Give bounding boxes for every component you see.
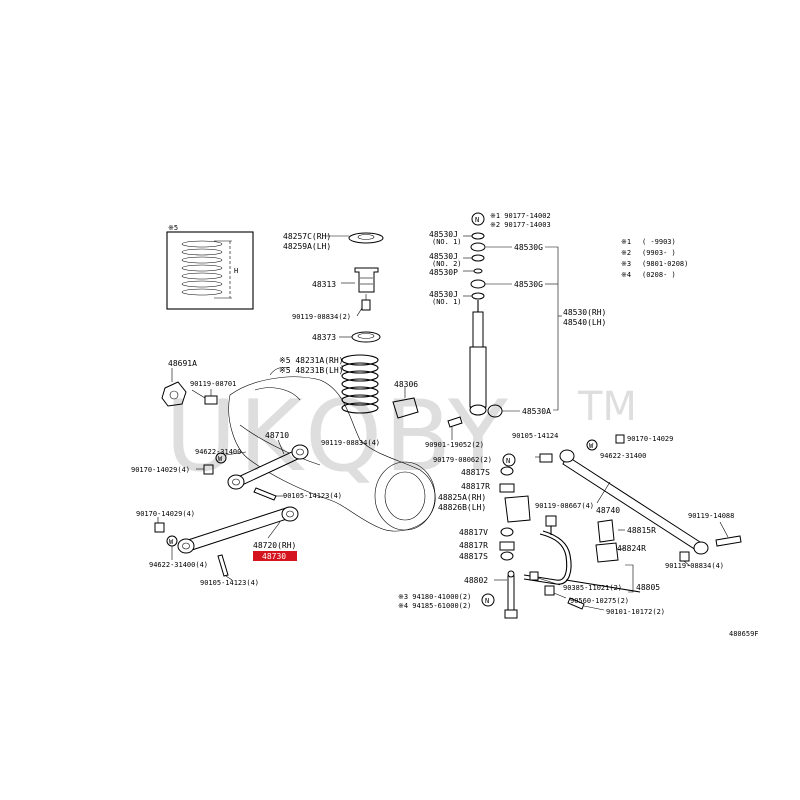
label-90560-10275: 90560-10275(2) [570,597,629,605]
lower-control-arm: W [154,506,299,581]
inset-dim: H [234,267,238,275]
legend-value-1: ( -9903) [642,238,676,246]
label-48306: 48306 [394,380,418,389]
label-94180-41000: ※3 94180-41000(2) [398,593,471,601]
label-48817s-2: 48817S [459,552,488,561]
label-48530j-2-no: (NO. 2) [432,260,462,268]
label-48231a: ※5 48231A(RH) [279,356,344,365]
label-90119-14088: 90119-14088 [688,512,734,520]
label-90170-14029-a: 90170-14029(4) [131,466,190,474]
part-labels: 48257C(RH) 48259A(LH) 48313 90119-08834(… [131,212,759,638]
label-48530j-3-no: (NO. 1) [432,298,462,306]
label-90119-08667: 90119-08667(4) [535,502,594,510]
label-48824r: 48824R [617,544,646,553]
label-48373: 48373 [312,333,336,342]
legend-value-3: (9801-0208) [642,260,688,268]
label-48817r-1: 48817R [461,482,490,491]
label-48540-lh: 48540(LH) [563,318,606,327]
label-90101-10172: 90101-10172(2) [606,608,665,616]
lateral-rod: W [535,434,742,567]
washer-symbol-2: W [169,538,174,546]
label-90119-08701: 90119-08701 [190,380,236,388]
label-94185-61000: ※4 94185-61000(2) [398,602,471,610]
label-90179-08062: 90179-08062(2) [433,456,492,464]
label-48691a: 48691A [168,359,197,368]
watermark-tm: TM [577,384,637,430]
label-90170-14029-b: 90170-14029(4) [136,510,195,518]
label-90105-14123-a: 90105-14123(4) [283,492,342,500]
label-48530a: 48530A [522,407,551,416]
label-48530j-1-no: (NO. 1) [432,238,462,246]
upper-control-arm: W [196,439,309,501]
label-90105-14123-b: 90105-14123(4) [200,579,259,587]
label-48259a: 48259A(LH) [283,242,331,251]
bracket-48691a [161,368,218,407]
label-48817v: 48817V [459,528,488,537]
legend-value-4: (0208- ) [642,271,676,279]
legend-mark-4: ※4 [621,271,631,279]
label-90385-11021: 90385-11021(2) [563,584,622,592]
watermark: UKQBY TM [165,380,637,494]
label-90119-08834-2: 90119-08834(2) [292,313,351,321]
nut-symbol-1: N [475,216,479,224]
label-90177-14003: ※2 90177-14003 [490,221,551,229]
diagram-id: 480659F [729,630,759,638]
washer-symbol-1: W [218,455,223,463]
label-94622-31400-c: 94622-31400 [600,452,646,460]
label-48740: 48740 [596,506,620,515]
label-48730: 48730 [262,552,286,561]
inset-mark: ※5 [168,224,178,232]
label-48825a: 48825A(RH) [438,493,486,502]
label-90177-14002: ※1 90177-14002 [490,212,551,220]
label-48257c: 48257C(RH) [283,232,331,241]
legend-mark-1: ※1 [621,238,631,246]
nut-symbol-3: N [485,597,489,605]
legend-mark-3: ※3 [621,260,631,268]
label-48530j-3: 48530J [429,290,458,299]
washer-symbol-3: W [589,442,594,450]
label-48720: 48720(RH) [253,541,296,550]
label-90901-19052: 90901-19052(2) [425,441,484,449]
label-48817r-2: 48817R [459,541,488,550]
label-90105-14124: 90105-14124 [512,432,558,440]
label-94622-31400-a: 94622-31400 [195,448,241,456]
label-48530j-1: 48530J [429,230,458,239]
label-48710: 48710 [265,431,289,440]
label-48826b: 48826B(LH) [438,503,486,512]
label-48530-rh: 48530(RH) [563,308,606,317]
shock-absorber-stack: N [447,212,562,440]
label-48231b: ※5 48231B(LH) [279,366,344,375]
spring-height-inset: ※5 H [166,224,254,310]
label-48805: 48805 [636,583,660,592]
label-48530g-2: 48530G [514,280,543,289]
label-48530p: 48530P [429,268,458,277]
watermark-text: UKQBY [165,380,510,494]
label-48802: 48802 [464,576,488,585]
label-90119-08834-c: 90119-08834(4) [665,562,724,570]
coil-spring-stack [325,232,419,419]
stabilizer-bar: N N [481,453,641,619]
label-48815r: 48815R [627,526,656,535]
label-90170-14029-c: 90170-14029 [627,435,673,443]
label-48530j-2: 48530J [429,252,458,261]
label-94622-31400-b: 94622-31400(4) [149,561,208,569]
date-legend: ※1 ( -9903) ※2 (9903- ) ※3 (9801-0208) ※… [621,238,688,279]
nut-symbol-2: N [506,457,510,465]
highlight-48730 [253,551,297,561]
legend-value-2: (9903- ) [642,249,676,257]
legend-mark-2: ※2 [621,249,631,257]
label-48313: 48313 [312,280,336,289]
label-90119-08834-4: 90119-08834(4) [321,439,380,447]
label-48530g-1: 48530G [514,243,543,252]
label-48817s-1: 48817S [461,468,490,477]
